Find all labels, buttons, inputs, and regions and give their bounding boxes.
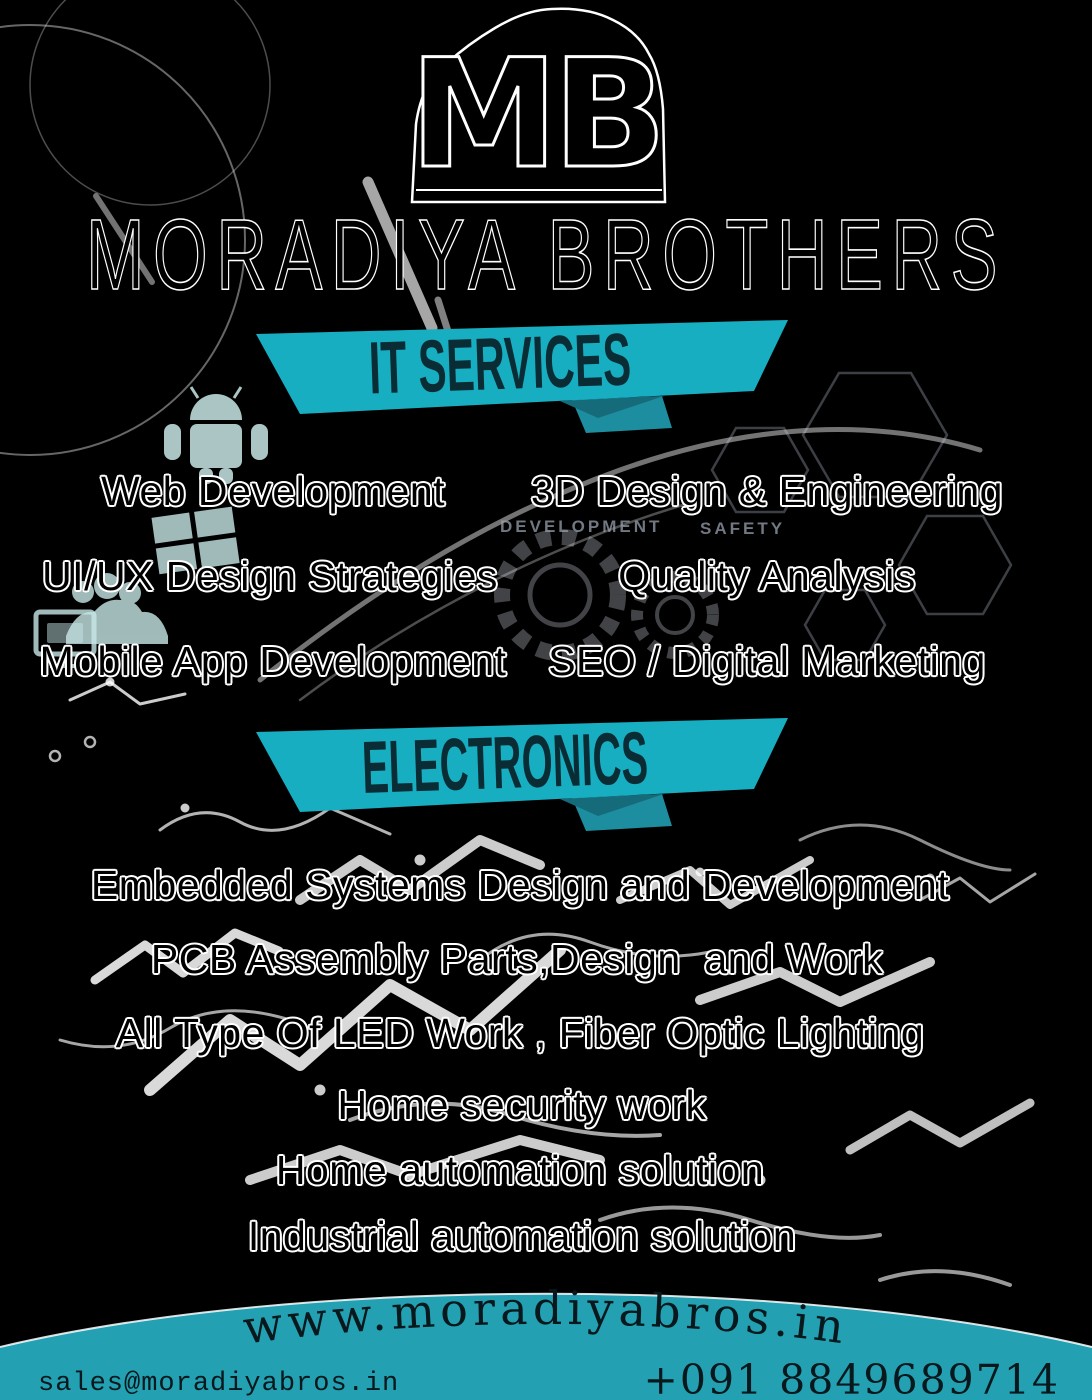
- android-icon: [164, 386, 268, 484]
- service-item: UI/UX Design Strategies: [42, 553, 498, 599]
- background-word: DEVELOPMENT: [500, 517, 663, 536]
- electronics-item: Embedded Systems Design and Development: [90, 862, 950, 908]
- phone-text: +091 8849689714: [644, 1356, 1061, 1400]
- electronics-item: PCB Assembly Parts,Design and Work: [150, 936, 884, 982]
- service-item: Mobile App Development: [39, 638, 507, 684]
- service-item: 3D Design & Engineering: [531, 468, 1003, 514]
- logo-blob-outline-icon: [410, 7, 667, 204]
- monitor-icon: [33, 609, 97, 668]
- logo-text: MB: [409, 28, 661, 202]
- ribbon-electronics: ELECTRONICS: [256, 716, 788, 831]
- swoosh-decoration-icon: [257, 427, 983, 702]
- electronics-item: Home automation solution: [275, 1147, 765, 1193]
- hexagon-pattern-icon: [710, 371, 1013, 662]
- ribbon-title-it: IT SERVICES: [368, 317, 633, 409]
- footer-arc: www.moradiyabros.in sales@moradiyabros.i…: [0, 1281, 1092, 1400]
- electronics-item: All Type Of LED Work , Fiber Optic Light…: [115, 1010, 925, 1056]
- brand-name-banner: MORADIYA BROTHERS: [85, 205, 1006, 305]
- service-item: SEO / Digital Marketing: [548, 638, 986, 684]
- ribbon-title-electronics: ELECTRONICS: [361, 716, 650, 809]
- ribbon-it-services: IT SERVICES: [256, 317, 788, 433]
- email-text: sales@moradiyabros.in: [38, 1369, 399, 1399]
- electronics-item: Industrial automation solution: [247, 1213, 797, 1259]
- electronics-item: Home security work: [337, 1082, 707, 1128]
- brand-logo: MB: [408, 7, 668, 204]
- service-item: Web Development: [100, 468, 446, 514]
- gears-icon: [494, 529, 719, 661]
- background-word: SAFETY: [700, 519, 786, 538]
- service-item: Quality Analysis: [618, 553, 916, 599]
- brand-name: MORADIYA BROTHERS: [86, 205, 1006, 305]
- windows-icon: [151, 506, 240, 575]
- arc-decoration-icon: [0, 0, 271, 456]
- circuit-doodles-icon: [48, 677, 1037, 1287]
